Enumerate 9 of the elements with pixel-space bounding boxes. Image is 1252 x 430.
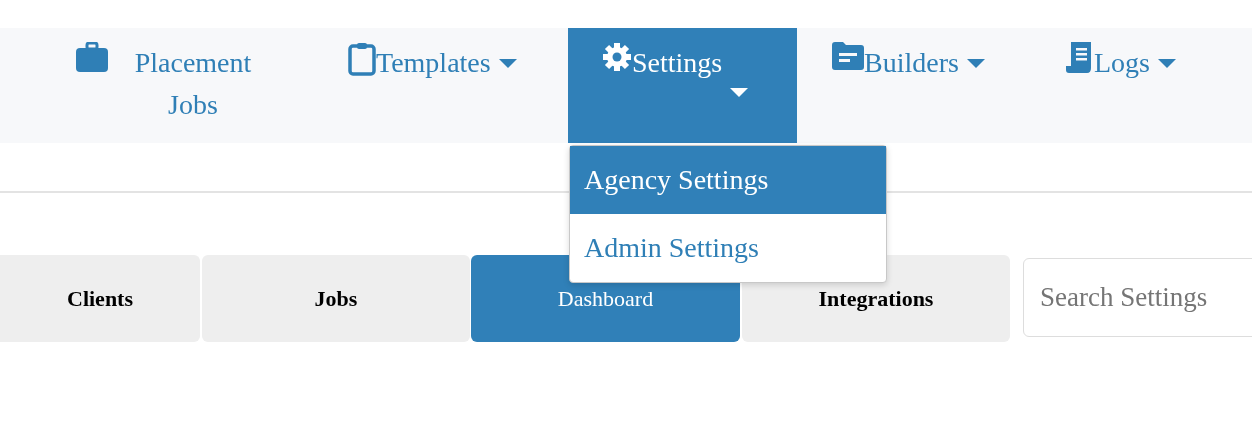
nav-dropdown-link: Logs [1066,42,1176,84]
nav-dropdown-link: Builders [832,42,985,84]
dropdown-item: Agency Settings [570,146,886,214]
search-field: Search Settings [1023,258,1252,337]
tab-button: Jobs [202,255,470,342]
tab-button: Clients [0,255,200,342]
nav-dropdown-link: Settings [568,28,797,143]
nav-link: Placement Jobs [76,42,258,126]
nav-dropdown-link: Templates [348,42,517,84]
